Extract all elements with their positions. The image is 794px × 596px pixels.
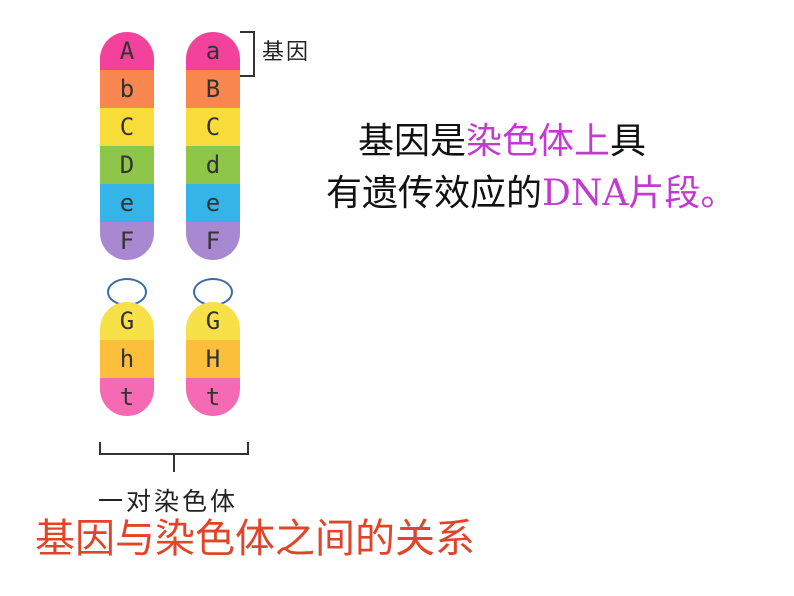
definition-line1-prefix: 基因是: [358, 121, 466, 162]
gene-segment: C: [100, 108, 154, 146]
pair-bracket: [96, 440, 252, 476]
gene-segment: t: [186, 378, 240, 416]
gene-segment: G: [186, 302, 240, 340]
gene-segment: B: [186, 70, 240, 108]
gene-segment: H: [186, 340, 240, 378]
definition-line1-suffix: 具: [610, 121, 646, 162]
gene-bracket: [238, 30, 262, 80]
gene-label: 基因: [262, 34, 310, 66]
gene-segment: D: [100, 146, 154, 184]
gene-segment: b: [100, 70, 154, 108]
definition-line-1: 基因是染色体上具: [358, 112, 646, 164]
gene-segment: F: [186, 222, 240, 260]
gene-segment: d: [186, 146, 240, 184]
gene-segment: e: [100, 184, 154, 222]
gene-segment: G: [100, 302, 154, 340]
definition-line-2: 有遗传效应的DNA片段。: [326, 164, 736, 216]
definition-line1-highlight: 染色体上: [466, 121, 610, 162]
gene-segment: F: [100, 222, 154, 260]
gene-segment: a: [186, 32, 240, 70]
gene-segment: e: [186, 184, 240, 222]
definition-line2-prefix: 有遗传效应的: [326, 173, 542, 214]
definition-line2-highlight: DNA片段。: [542, 173, 736, 214]
gene-segment: t: [100, 378, 154, 416]
gene-segment: C: [186, 108, 240, 146]
slide-caption: 基因与染色体之间的关系: [35, 506, 475, 564]
gene-segment: h: [100, 340, 154, 378]
gene-segment: A: [100, 32, 154, 70]
